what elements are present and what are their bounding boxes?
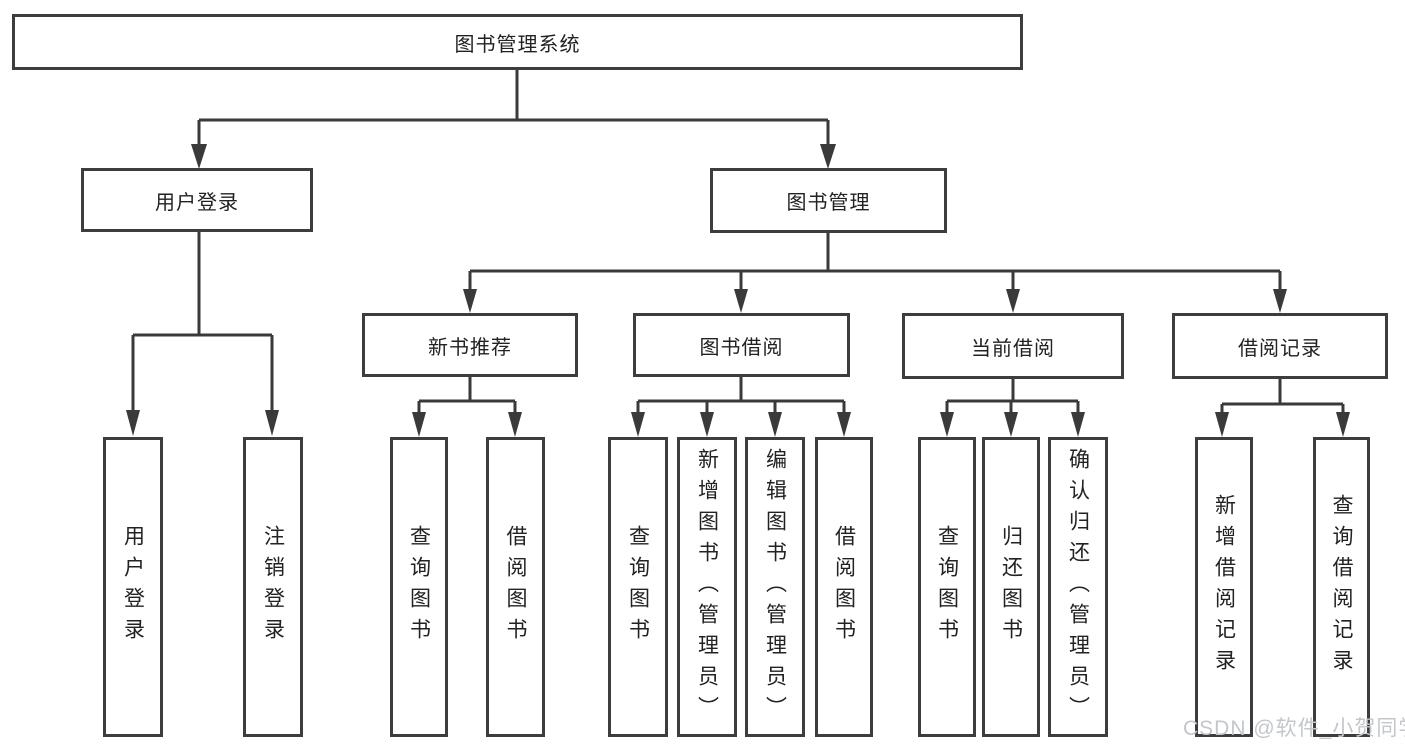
leaf-edit-books-admin: 编辑图书（管理员） <box>745 437 805 737</box>
leaf-query-books-borrowing-label: 查询图书 <box>626 525 650 649</box>
node-borrowing-records: 借阅记录 <box>1172 313 1388 379</box>
connector-root-to-level2 <box>191 70 836 169</box>
csdn-watermark: CSDN @软件_小贺同学 <box>1183 717 1405 740</box>
node-book-management-label: 图书管理 <box>786 192 871 214</box>
connector-new-book-recommend-children <box>412 376 522 437</box>
node-new-book-recommend: 新书推荐 <box>362 313 578 377</box>
node-book-borrowing-label: 图书借阅 <box>699 336 784 359</box>
node-root-system: 图书管理系统 <box>12 14 1023 70</box>
connector-borrowing-records-children <box>1215 378 1350 437</box>
leaf-query-books-recommend-label: 查询图书 <box>407 525 431 649</box>
node-book-borrowing: 图书借阅 <box>633 313 850 377</box>
leaf-add-books-admin-label: 新增图书（管理员） <box>695 447 719 727</box>
node-root-label: 图书管理系统 <box>454 33 581 56</box>
leaf-query-books-current: 查询图书 <box>918 437 976 737</box>
leaf-query-borrow-record: 查询借阅记录 <box>1313 437 1370 737</box>
leaf-edit-books-admin-label: 编辑图书（管理员） <box>763 447 787 727</box>
node-new-book-recommend-label: 新书推荐 <box>428 336 512 359</box>
leaf-query-books-current-label: 查询图书 <box>935 525 959 649</box>
leaf-logout: 注销登录 <box>243 437 303 737</box>
connector-book-management-children <box>463 233 1287 313</box>
connector-user-login-children <box>126 232 279 436</box>
node-user-login: 用户登录 <box>81 168 313 232</box>
leaf-query-borrow-record-label: 查询借阅记录 <box>1330 494 1353 680</box>
node-user-login-label: 用户登录 <box>155 191 239 214</box>
leaf-confirm-return-admin-label: 确认归还（管理员） <box>1066 447 1090 727</box>
leaf-return-books: 归还图书 <box>982 437 1040 737</box>
leaf-logout-label: 注销登录 <box>261 525 285 649</box>
node-book-management: 图书管理 <box>710 168 947 233</box>
node-current-borrowing-label: 当前借阅 <box>971 337 1055 360</box>
node-current-borrowing: 当前借阅 <box>902 313 1124 379</box>
node-borrowing-records-label: 借阅记录 <box>1238 337 1322 360</box>
leaf-query-books-recommend: 查询图书 <box>390 437 448 737</box>
leaf-user-login-label: 用户登录 <box>121 525 145 649</box>
leaf-add-borrow-record: 新增借阅记录 <box>1195 437 1253 737</box>
leaf-query-books-borrowing: 查询图书 <box>608 437 668 737</box>
leaf-borrow-books-borrowing-label: 借阅图书 <box>832 525 856 649</box>
leaf-borrow-books-recommend-label: 借阅图书 <box>504 525 527 649</box>
leaf-borrow-books-recommend: 借阅图书 <box>486 437 545 737</box>
leaf-add-books-admin: 新增图书（管理员） <box>677 437 737 737</box>
connector-current-borrowing-children <box>940 378 1085 437</box>
leaf-user-login: 用户登录 <box>103 437 163 737</box>
connector-book-borrowing-children <box>631 376 851 437</box>
leaf-borrow-books-borrowing: 借阅图书 <box>815 437 873 737</box>
leaf-return-books-label: 归还图书 <box>999 525 1023 649</box>
leaf-add-borrow-record-label: 新增借阅记录 <box>1212 494 1236 680</box>
leaf-confirm-return-admin: 确认归还（管理员） <box>1048 437 1108 737</box>
